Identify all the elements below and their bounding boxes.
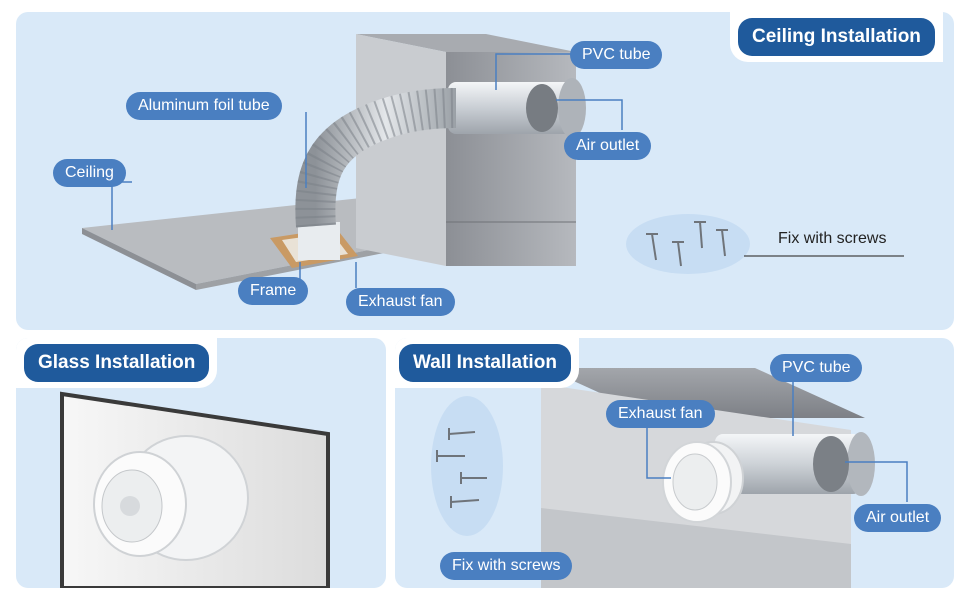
screws-bubble xyxy=(431,396,503,536)
label-pvc-tube: PVC tube xyxy=(770,354,863,382)
label-exhaust-fan: Exhaust fan xyxy=(346,288,455,316)
label-frame: Frame xyxy=(238,277,309,305)
screws-bubble xyxy=(626,214,750,274)
ceiling-installation-illustration xyxy=(82,34,904,290)
label-exhaust-fan: Exhaust fan xyxy=(606,400,715,428)
label-air-outlet: Air outlet xyxy=(564,132,652,160)
screws-icon xyxy=(436,428,487,508)
ceiling-installation-title: Ceiling Installation xyxy=(738,18,935,56)
air-outlet-shape xyxy=(526,84,558,132)
label-air-outlet: Air outlet xyxy=(854,504,942,532)
glass-title-tab: Glass Installation xyxy=(16,338,218,388)
aluminum-foil-tube-shape xyxy=(295,88,457,228)
label-fix-with-screws: Fix with screws xyxy=(778,230,887,247)
label-aluminum-foil-tube: Aluminum foil tube xyxy=(126,92,282,120)
wall-installation-title: Wall Installation xyxy=(399,344,571,382)
label-pvc-tube: PVC tube xyxy=(570,41,663,69)
ceiling-installation-panel: Ceiling Installation PVC tube Aluminum f… xyxy=(16,12,954,330)
wall-title-tab: Wall Installation xyxy=(395,338,579,388)
screws-icon xyxy=(646,221,728,267)
wall-box-top xyxy=(356,34,576,52)
label-fix-with-screws: Fix with screws xyxy=(440,552,573,580)
ceiling-title-tab: Ceiling Installation xyxy=(730,12,943,62)
glass-installation-title: Glass Installation xyxy=(24,344,210,382)
wall-block-top xyxy=(545,368,865,418)
wall-installation-illustration xyxy=(431,368,908,588)
air-outlet-shape xyxy=(813,436,849,492)
glass-installation-illustration xyxy=(60,391,330,588)
glass-installation-panel: Glass Installation xyxy=(16,338,386,588)
wall-installation-panel: Wall Installation PVC tube Exhaust fan A… xyxy=(395,338,954,588)
label-ceiling: Ceiling xyxy=(53,159,126,187)
